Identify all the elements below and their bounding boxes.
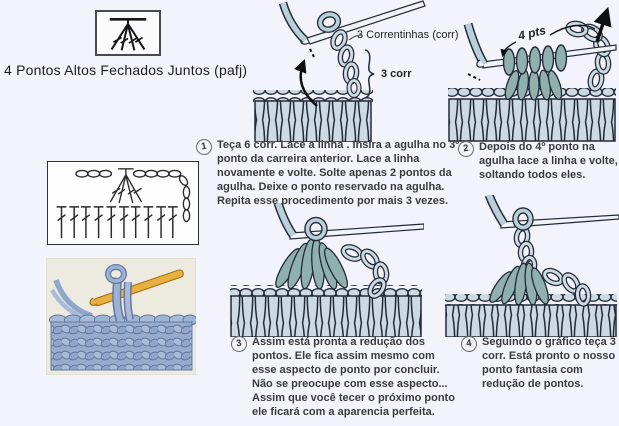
step-4-number: 4 <box>459 334 479 354</box>
crochet-photo-drawing <box>46 258 196 375</box>
step-4: 4 Seguindo o gráfico teça 3 corr. Está p… <box>459 334 618 392</box>
step-3-text: Assim está pronta a redução dos pontos. … <box>252 336 455 418</box>
page-title: 4 Pontos Altos Fechados Juntos (pafj) <box>4 62 248 78</box>
pafj-symbol-box <box>95 10 161 56</box>
crochet-sample-photo <box>46 258 196 375</box>
four-loops-on-hook-drawing <box>448 6 617 142</box>
label-3-correntinhas: 3 Correntinhas (corr) <box>357 29 459 41</box>
step-3-number: 3 <box>229 334 249 354</box>
crochet-chain-start-drawing <box>253 0 426 142</box>
label-3-corr: 3 corr <box>381 68 412 80</box>
step-2: 2 Depois do 4º ponto na agulha lace a li… <box>456 139 618 183</box>
stitch-chart-box <box>47 161 199 245</box>
4dc-cluster-symbol-icon <box>109 18 147 51</box>
cluster-with-chains-drawing <box>445 195 619 337</box>
step-1: 1 Teça 6 corr. Lace a linha . Insira a a… <box>194 137 460 209</box>
figure-2-four-loops-illustration: 4 pts <box>446 2 619 142</box>
step-4-text: Seguindo o gráfico teça 3 corr. Está pro… <box>482 336 616 390</box>
step-3: 3 Assim está pronta a redução dos pontos… <box>229 334 459 420</box>
step-1-number: 1 <box>194 137 214 157</box>
step-2-text: Depois do 4º ponto na agulha lace a linh… <box>479 141 618 181</box>
figure-4-three-chains-illustration <box>443 195 619 337</box>
step-1-text: Teça 6 corr. Lace a linha . Insira a agu… <box>217 139 460 207</box>
figure-1-chains-illustration: 3 Correntinhas (corr) 3 corr <box>253 0 458 142</box>
figure-3-cluster-done-illustration <box>228 203 424 337</box>
step-2-number: 2 <box>456 139 476 159</box>
cluster-closed-drawing <box>230 203 424 337</box>
crochet-chart-diagram <box>56 168 191 239</box>
